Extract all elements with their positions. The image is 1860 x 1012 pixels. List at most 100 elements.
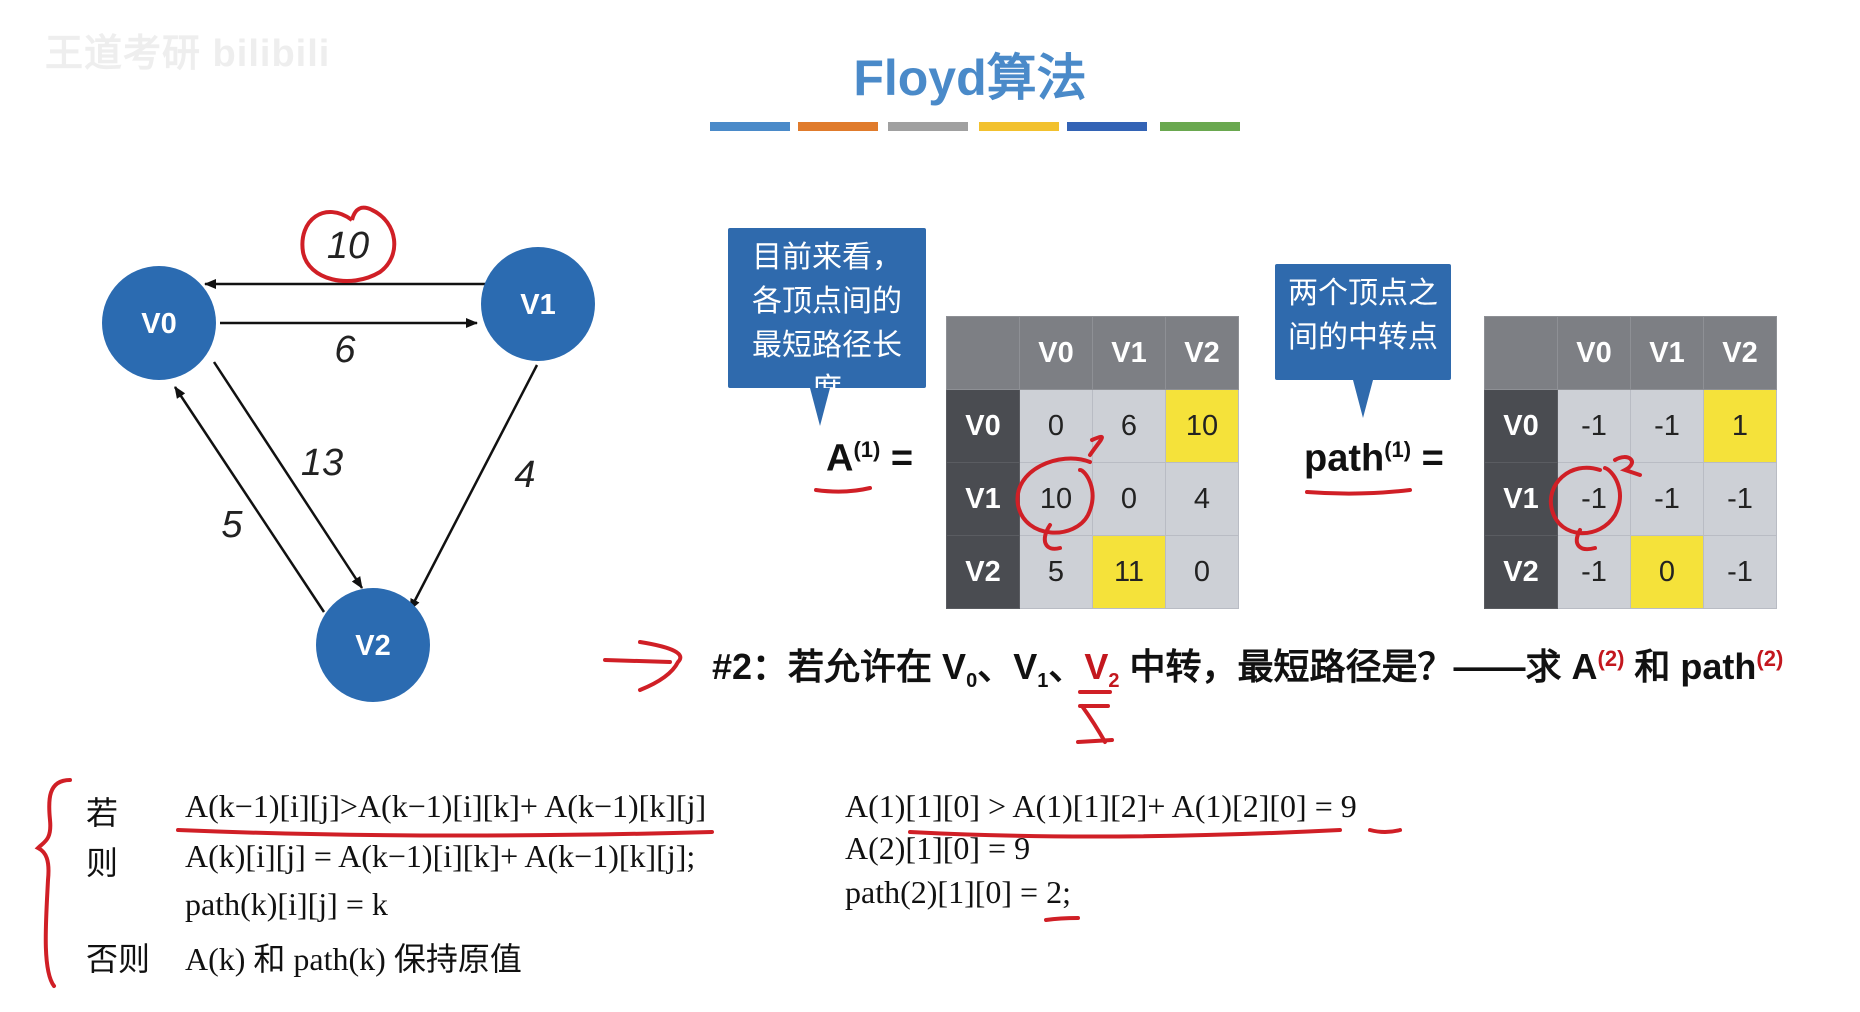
node-v1 (481, 247, 595, 361)
step-sep: 、 (1048, 646, 1085, 687)
matrix-row-header: V0 (1484, 389, 1558, 463)
step-path-sup: (2) (1756, 646, 1784, 671)
color-bar (979, 122, 1059, 131)
edge-v2-v0 (173, 386, 326, 613)
matrix-a-name: A (826, 437, 854, 480)
step-v1-sub: 1 (1037, 670, 1049, 693)
annotation-stroke (1574, 528, 1597, 551)
matrix-cell: 0 (1092, 462, 1166, 536)
step-prefix: #2：若允许在 (712, 646, 943, 687)
edge-v1-v2 (408, 364, 539, 611)
matrix-a-label: A(1) = (826, 437, 914, 480)
annotation-underline (814, 486, 872, 494)
edge-weight: 5 (221, 504, 243, 546)
step-v2: V (1084, 646, 1109, 687)
color-bar (1160, 122, 1240, 131)
rule-if-label: 若 (86, 794, 119, 832)
callout-distance-text: 目前来看，各顶点间的最短路径长度 (752, 241, 902, 406)
color-bar (1067, 122, 1147, 131)
edge-weight: 6 (334, 329, 356, 371)
step-path: path (1680, 646, 1757, 687)
edge-weight: 13 (301, 442, 343, 484)
annotation-circle (1548, 455, 1642, 536)
annotation-circle (1015, 434, 1104, 535)
color-bar (888, 122, 968, 131)
matrix-cell-highlight: 11 (1092, 535, 1166, 609)
node-label-v1: V1 (520, 289, 555, 321)
matrix-col-header: V2 (1165, 316, 1239, 390)
matrix-a-sup: (1) (853, 437, 881, 462)
annotation-underline (1368, 828, 1402, 834)
matrix-cell: 10 (1019, 462, 1093, 536)
matrix-a: V0 V1 V2 V0 0 6 10 V1 10 0 4 V2 5 11 0 (946, 316, 1239, 609)
node-label-v0: V0 (141, 308, 176, 340)
annotation-arrow (603, 640, 683, 692)
node-v0 (102, 266, 216, 380)
step-question: #2：若允许在 V0、V1、V2 中转，最短路径是？——求 A(2) 和 pat… (712, 638, 1783, 693)
matrix-cell: -1 (1703, 462, 1777, 536)
step-v1: V (1013, 646, 1038, 687)
matrix-cell: 0 (1165, 535, 1239, 609)
annotation-circle (300, 205, 397, 284)
matrix-cell: 0 (1019, 389, 1093, 463)
matrix-cell: 4 (1165, 462, 1239, 536)
annotation-underline (1044, 916, 1080, 922)
matrix-cell: -1 (1630, 389, 1704, 463)
rule-then-distance: A(k)[i][j] = A(k−1)[i][k]+ A(k−1)[k][j]; (185, 838, 696, 874)
matrix-col-header: V2 (1703, 316, 1777, 390)
callout-tail (810, 388, 830, 426)
annotation-underline (176, 828, 714, 838)
matrix-cell: -1 (1630, 462, 1704, 536)
matrix-corner (946, 316, 1020, 390)
matrix-cell: -1 (1703, 535, 1777, 609)
rule-then-label: 则 (86, 844, 119, 882)
step-a: A (1571, 646, 1598, 687)
step-v0: V (942, 646, 967, 687)
node-v2 (316, 588, 430, 702)
example-line: A(1)[1][0] > A(1)[1][2]+ A(1)[2][0] = 9 (845, 788, 1357, 824)
rule-else-label: 否则 (86, 940, 151, 978)
edge-v0-v2 (212, 361, 364, 589)
color-bar (710, 122, 790, 131)
matrix-cell-highlight: 1 (1703, 389, 1777, 463)
rule-condition: A(k−1)[i][j]>A(k−1)[i][k]+ A(k−1)[k][j] (185, 788, 707, 824)
rule-else-text: A(k) 和 path(k) 保持原值 (185, 941, 522, 977)
edge-weight: 4 (514, 454, 535, 496)
matrix-row-header: V2 (1484, 535, 1558, 609)
matrix-corner (1484, 316, 1558, 390)
rule-then-path: path(k)[i][j] = k (185, 886, 388, 922)
matrix-cell: -1 (1557, 389, 1631, 463)
step-sep: 、 (977, 646, 1014, 687)
matrix-col-header: V0 (1557, 316, 1631, 390)
annotation-brace (34, 778, 72, 988)
annotation-underline (908, 828, 1342, 839)
callout-distance: 目前来看，各顶点间的最短路径长度 (728, 228, 926, 426)
annotation-mark (1076, 690, 1114, 744)
matrix-path-name: path (1304, 437, 1385, 480)
step-and: 和 (1624, 646, 1681, 687)
step-v0-sub: 0 (966, 670, 978, 693)
color-bar (798, 122, 878, 131)
callout-via: 两个顶点之间的中转点 (1275, 264, 1451, 418)
step-v2-sub: 2 (1108, 670, 1120, 693)
matrix-col-header: V1 (1092, 316, 1166, 390)
matrix-cell: 6 (1092, 389, 1166, 463)
graph-diagram: 10 6 13 4 5 V0 V1 V2 (102, 205, 595, 702)
edge-weight: 10 (327, 225, 369, 267)
matrix-col-header: V1 (1630, 316, 1704, 390)
node-label-v2: V2 (355, 630, 390, 662)
matrix-path-label: path(1) = (1304, 437, 1444, 480)
annotation-underline (1305, 488, 1412, 496)
matrix-row-header: V2 (946, 535, 1020, 609)
matrix-path-sup: (1) (1384, 437, 1412, 462)
callout-tail (1353, 380, 1373, 418)
step-a-sup: (2) (1597, 646, 1625, 671)
matrix-row-header: V0 (946, 389, 1020, 463)
annotation-stroke (1042, 523, 1062, 551)
page-title: Floyd算法 (853, 50, 1087, 106)
callout-via-text: 两个顶点之间的中转点 (1288, 277, 1438, 354)
matrix-path: V0 V1 V2 V0 -1 -1 1 V1 -1 -1 -1 V2 -1 0 … (1484, 316, 1777, 609)
matrix-cell-highlight: 0 (1630, 535, 1704, 609)
matrix-row-header: V1 (946, 462, 1020, 536)
